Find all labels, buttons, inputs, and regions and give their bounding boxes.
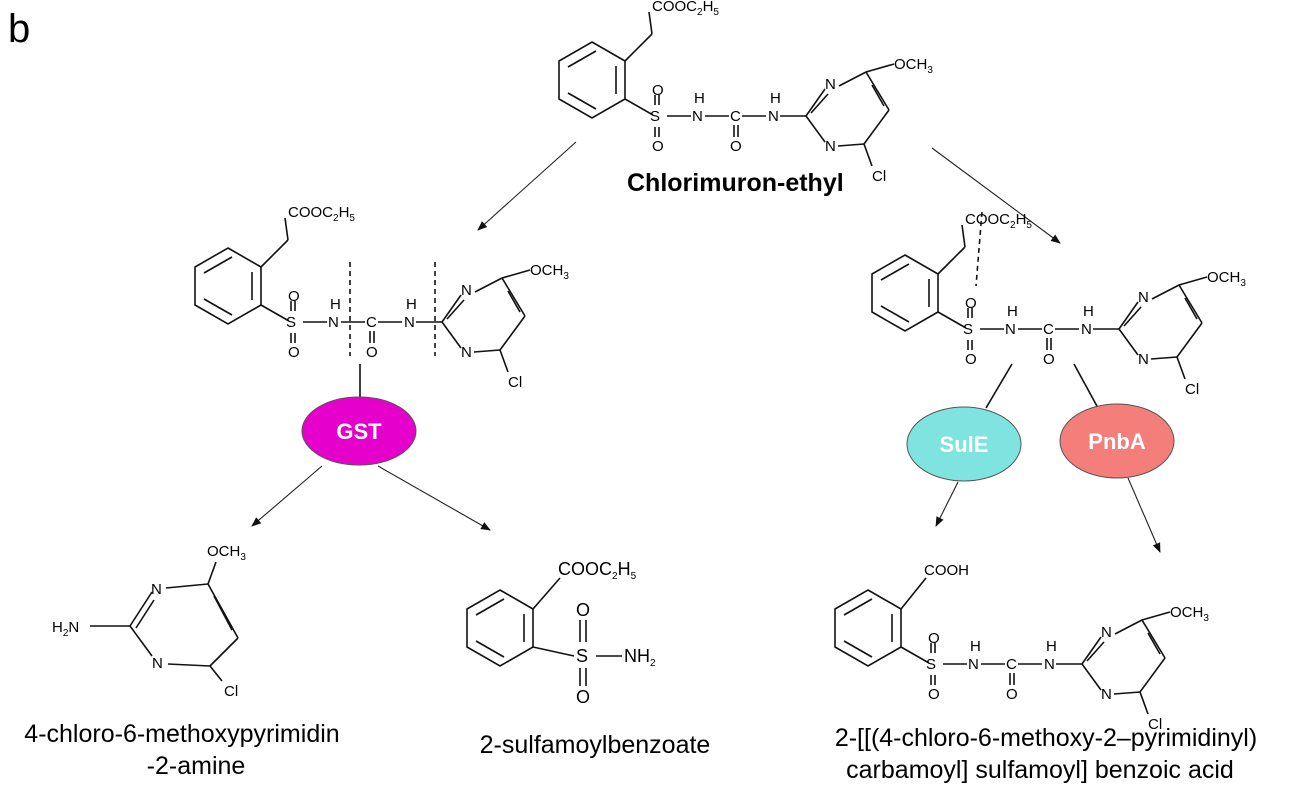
arrow-sule-to-product: [935, 481, 959, 527]
cleavage-line-right: [975, 211, 983, 287]
svg-text:COOC2H5: COOC2H5: [558, 559, 637, 582]
arrow-gst-to-sulfamoylbenzoate: [377, 465, 491, 531]
svg-text:O: O: [576, 687, 590, 707]
product-sulfamoylbenzoate-name: 2-sulfamoylbenzoate: [480, 731, 711, 759]
product-benzoic-acid-name-line1: 2-[[(4-chloro-6-methoxy-2–pyrimidinyl): [835, 724, 1257, 752]
svg-text:OCH3: OCH3: [1170, 604, 1209, 624]
svg-text:S: S: [576, 646, 588, 666]
product-amine-name-line1: 4-chloro-6-methoxypyrimidin: [24, 720, 339, 748]
svg-text:N: N: [1101, 624, 1112, 641]
svg-text:S: S: [926, 656, 936, 673]
enzyme-pnba: PnbA: [1059, 403, 1175, 479]
svg-text:N: N: [1044, 656, 1055, 673]
gst-ellipse: [301, 396, 417, 466]
svg-text:O: O: [928, 686, 940, 703]
enzyme-sule: SulE: [906, 406, 1022, 482]
svg-text:O: O: [928, 630, 940, 647]
pnba-ellipse: [1059, 403, 1175, 479]
chlorimuron-ethyl-structure: [558, 0, 935, 186]
svg-text:N: N: [1101, 686, 1112, 703]
right-intermediate-structure: [871, 210, 1248, 399]
panel-label: b: [8, 7, 30, 51]
svg-text:O: O: [1006, 686, 1018, 703]
svg-text:Cl: Cl: [224, 683, 238, 700]
svg-text:COOH: COOH: [924, 562, 969, 579]
parent-compound-name: Chlorimuron-ethyl: [627, 169, 844, 197]
benzoic-acid-structure: COOH S O O N H C O N H N N Cl OCH3: [834, 562, 1209, 733]
svg-text:N: N: [152, 655, 163, 672]
svg-text:NH2: NH2: [624, 646, 656, 669]
arrow-gst-to-amine: [251, 465, 323, 527]
svg-text:N: N: [968, 656, 979, 673]
arrow-parent-to-right: [931, 147, 1061, 244]
enzyme-gst: GST: [301, 396, 417, 466]
product-benzoic-acid-name-line2: carbamoyl] sulfamoyl] benzoic acid: [846, 756, 1234, 784]
svg-text:H2N: H2N: [52, 619, 79, 639]
pnba-connector: [1073, 363, 1099, 409]
arrow-pnba-to-product: [1127, 477, 1161, 553]
svg-text:N: N: [151, 581, 162, 598]
pyrimidine-amine-structure: H2N N N Cl OCH3: [52, 543, 246, 700]
svg-text:Cl: Cl: [1148, 716, 1162, 733]
gst-label: GST: [336, 419, 382, 444]
sule-connector: [985, 363, 1013, 409]
svg-text:H: H: [1046, 638, 1057, 655]
product-amine-name-line2: -2-amine: [147, 752, 246, 780]
sule-label: SulE: [940, 432, 989, 457]
left-intermediate-structure: [194, 203, 571, 392]
svg-text:O: O: [576, 600, 590, 620]
pnba-label: PnbA: [1088, 429, 1146, 454]
arrow-parent-to-left: [477, 141, 577, 231]
sulfamoylbenzoate-structure: S O O NH2 COOC2H5: [466, 559, 656, 707]
svg-text:H: H: [970, 638, 981, 655]
svg-text:C: C: [1006, 656, 1017, 673]
svg-text:OCH3: OCH3: [207, 543, 246, 563]
sule-ellipse: [906, 406, 1022, 482]
